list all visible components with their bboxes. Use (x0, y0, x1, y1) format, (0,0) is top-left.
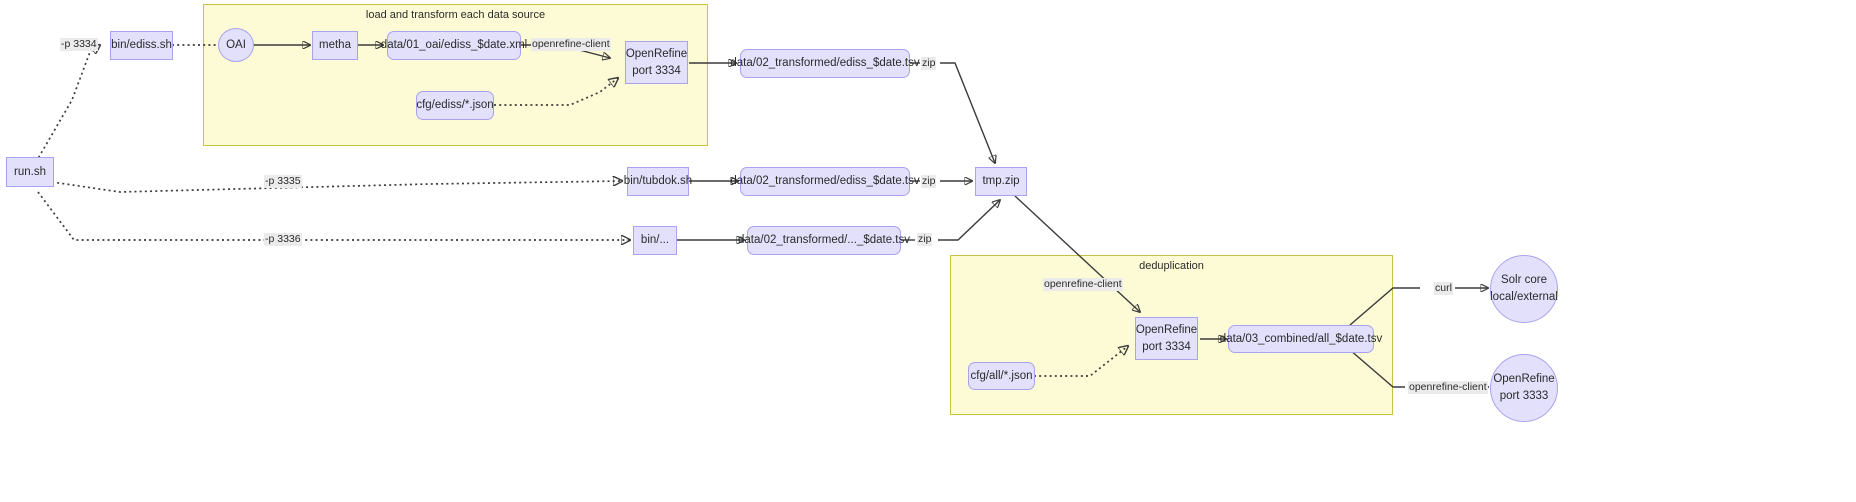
node-cfg-all-json[interactable]: cfg/all/*.json (968, 362, 1035, 390)
node-oai[interactable]: OAI (218, 28, 254, 62)
edge-label-p3336: -p 3336 (264, 233, 302, 246)
cluster-dedup-label: deduplication (1139, 260, 1204, 272)
edge-label-p3335: -p 3335 (264, 175, 302, 188)
edge-combined-to-orclient (1349, 349, 1405, 388)
node-cfg-all-label: cfg/all/*.json (970, 369, 1033, 382)
node-openrefine-top-line1: OpenRefine (625, 47, 688, 60)
node-bin-tubdok-sh[interactable]: bin/tubdok.sh (623, 167, 693, 196)
node-tsv-other-label: data/02_transformed/..._$date.tsv (738, 234, 910, 247)
node-metha[interactable]: metha (312, 31, 358, 60)
node-openrefine-dedup-line2: port 3334 (1142, 340, 1191, 353)
node-openrefine-dedup-line1: OpenRefine (1135, 323, 1198, 336)
node-oai-xml-label: data/01_oai/ediss_$date.xml (380, 39, 528, 52)
node-cfg-ediss-json[interactable]: cfg/ediss/*.json (416, 91, 494, 120)
edge-tmpzip-to-openrefine-dedup (1014, 195, 1140, 312)
node-cfg-ediss-label: cfg/ediss/*.json (416, 99, 494, 112)
node-tsv-ediss-1-label: data/02_transformed/ediss_$date.tsv (730, 57, 920, 70)
node-bin-other[interactable]: bin/... (633, 226, 677, 255)
edge-combined-to-curl (1349, 287, 1420, 326)
node-run-sh[interactable]: run.sh (6, 157, 54, 187)
node-openrefine-3333[interactable]: OpenRefine port 3333 (1490, 354, 1558, 422)
node-solr-core[interactable]: Solr core local/external (1490, 255, 1558, 323)
edge-label-openrefine-client-3333: openrefine-client (1408, 381, 1488, 394)
node-bin-ediss-label: bin/ediss.sh (111, 39, 172, 52)
edge-label-zip-3: zip (917, 233, 933, 246)
node-tmp-zip-label: tmp.zip (982, 175, 1020, 188)
node-run-sh-label: run.sh (14, 165, 46, 178)
node-bin-ediss-sh[interactable]: bin/ediss.sh (110, 31, 173, 60)
edge-cfgediss-to-openrefine (494, 78, 618, 106)
edge-label-openrefine-client-top: openrefine-client (531, 38, 611, 51)
node-oai-label: OAI (226, 38, 246, 51)
node-metha-label: metha (319, 39, 351, 52)
edge-runsh-to-ediss (35, 45, 100, 163)
edge-runsh-to-binother (37, 191, 630, 240)
edge-cfgall-to-openrefine-dedup (1034, 346, 1128, 377)
cluster-load-and-transform: load and transform each data source (203, 4, 708, 146)
node-oai-xml[interactable]: data/01_oai/ediss_$date.xml (381, 31, 527, 60)
node-tsv-ediss-1[interactable]: data/02_transformed/ediss_$date.tsv (730, 49, 920, 78)
edge-label-p3334: -p 3334 (60, 38, 98, 51)
node-openrefine-top-line2: port 3334 (632, 64, 681, 77)
edge-label-zip-1: zip (921, 57, 937, 70)
node-tsv-ediss-2-label: data/02_transformed/ediss_$date.tsv (730, 175, 920, 188)
node-solr-line1: Solr core (1500, 274, 1548, 287)
edge-label-openrefine-client-dedup: openrefine-client (1043, 278, 1123, 291)
node-combined-tsv-label: data/03_combined/all_$date.tsv (1219, 332, 1383, 345)
edge-zip1-to-tmpzip (940, 62, 995, 163)
node-openrefine-3333-line2: port 3333 (1499, 390, 1549, 402)
edge-runsh-to-tubdok (51, 181, 622, 193)
node-openrefine-3334-top[interactable]: OpenRefine port 3334 (625, 41, 688, 84)
node-openrefine-3334-dedup[interactable]: OpenRefine port 3334 (1135, 317, 1198, 360)
node-bin-other-label: bin/... (640, 234, 670, 247)
node-tsv-other[interactable]: data/02_transformed/..._$date.tsv (738, 226, 910, 255)
node-openrefine-3333-line1: OpenRefine (1493, 373, 1555, 386)
edge-label-zip-2: zip (921, 175, 937, 188)
node-solr-line2: local/external (1490, 291, 1558, 303)
edge-zip3-to-tmpzip (938, 200, 1000, 241)
node-tsv-ediss-2[interactable]: data/02_transformed/ediss_$date.tsv (730, 167, 920, 196)
node-tmp-zip[interactable]: tmp.zip (975, 167, 1027, 196)
cluster-load-label: load and transform each data source (365, 9, 546, 21)
node-bin-tubdok-label: bin/tubdok.sh (623, 175, 693, 188)
edge-label-curl: curl (1434, 282, 1453, 295)
node-combined-tsv[interactable]: data/03_combined/all_$date.tsv (1220, 325, 1382, 353)
